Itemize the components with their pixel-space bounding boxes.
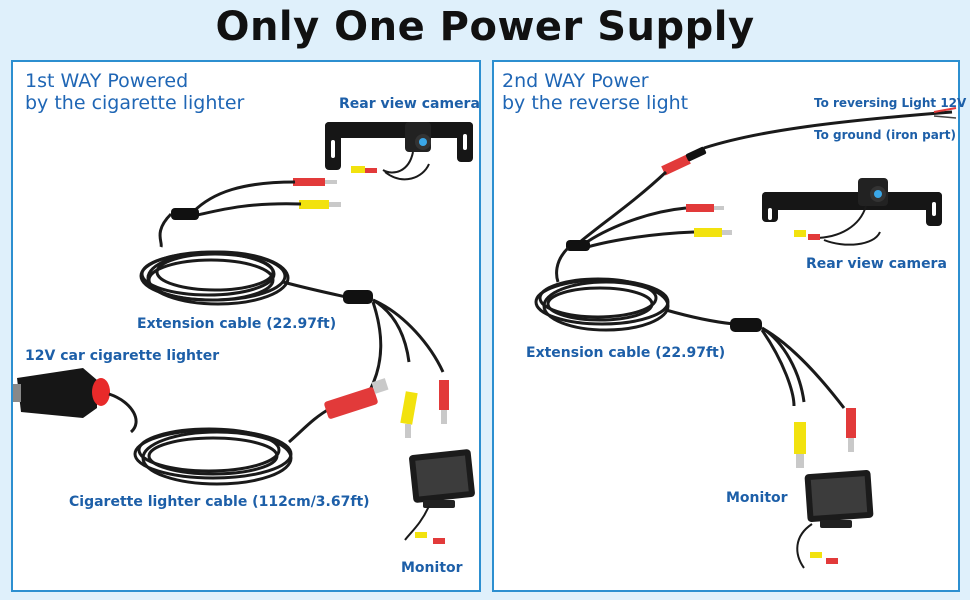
heading-line-2: by the reverse light xyxy=(502,92,689,114)
heading-line-1: 1st WAY Powered xyxy=(25,70,189,92)
camera-plugs xyxy=(171,178,341,220)
extension-cable-coil xyxy=(139,212,352,306)
heading-line-2: by the cigarette lighter xyxy=(25,92,245,114)
rear-camera-image xyxy=(325,122,473,181)
monitor-image xyxy=(404,449,475,544)
reverse-light-wires xyxy=(579,107,957,244)
page-title: Only One Power Supply xyxy=(215,4,755,50)
label-extension-cable: Extension cable (22.97ft) xyxy=(526,345,726,361)
label-ground: To ground (iron part) xyxy=(814,128,956,142)
wiring-illustration-right xyxy=(534,107,957,569)
label-monitor: Monitor xyxy=(401,560,463,576)
cigarette-lighter-plug xyxy=(13,368,138,434)
label-rear-camera: Rear view camera xyxy=(339,96,480,112)
heading-line-1: 2nd WAY Power xyxy=(502,70,649,92)
wiring-illustration-left xyxy=(13,122,475,544)
label-rear-camera: Rear view camera xyxy=(806,256,947,272)
extension-cable-coil xyxy=(534,246,735,332)
panel-reverse-light: 2nd WAY Power by the reverse light xyxy=(492,60,966,592)
camera-plugs xyxy=(566,204,732,251)
rear-camera-image xyxy=(762,178,942,246)
panel-heading: 1st WAY Powered by the cigarette lighter xyxy=(25,70,244,114)
panel-cigarette-lighter: 1st WAY Powered by the cigarette lighter xyxy=(11,60,481,592)
label-monitor: Monitor xyxy=(726,490,788,506)
panel-heading: 2nd WAY Power by the reverse light xyxy=(502,70,688,114)
label-cigarette-lighter: 12V car cigarette lighter xyxy=(25,348,220,364)
splitter-cable xyxy=(343,290,449,438)
label-lighter-cable: Cigarette lighter cable (112cm/3.67ft) xyxy=(69,494,370,510)
lighter-cable-coil xyxy=(133,378,389,486)
monitor-image xyxy=(796,470,874,569)
label-reversing-light: To reversing Light 12V xyxy=(814,96,967,110)
splitter-cable xyxy=(730,318,856,468)
label-extension-cable: Extension cable (22.97ft) xyxy=(137,316,337,332)
